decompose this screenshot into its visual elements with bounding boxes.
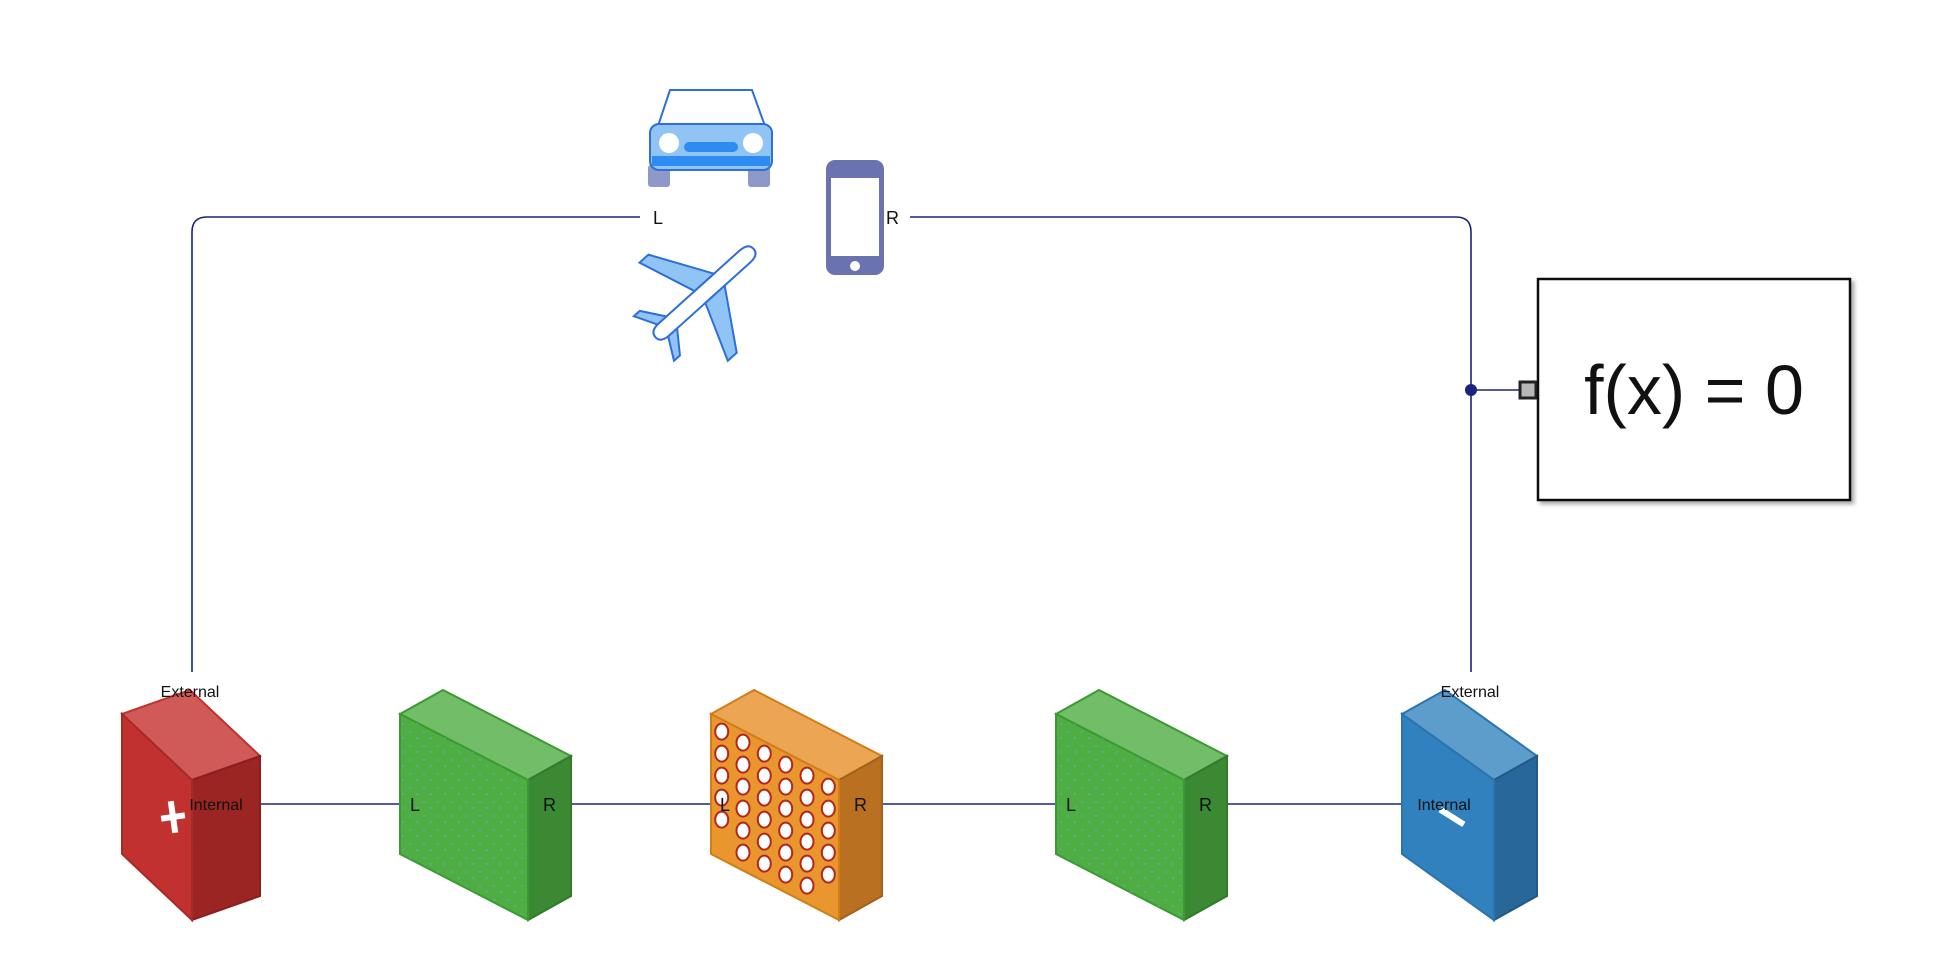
source-positive-block[interactable]: External Internal	[120, 684, 262, 923]
subsystem-block[interactable]: L R	[610, 89, 899, 388]
source-positive-port-external: External	[161, 684, 220, 701]
solver-box	[1536, 277, 1852, 502]
solver-block[interactable]: f(x) = 0	[1518, 277, 1852, 502]
perforation-hole	[799, 854, 815, 873]
phone-icon	[826, 160, 884, 275]
layer2-port-left: L	[720, 795, 730, 815]
perforation-hole	[735, 755, 751, 774]
perforation-hole	[735, 843, 751, 862]
perforation-hole	[778, 777, 794, 796]
source-positive-side	[191, 754, 261, 922]
perforation-hole	[714, 810, 730, 829]
perforation-hole	[778, 821, 794, 840]
source-positive-port-internal: Internal	[189, 797, 242, 814]
layer2-perforations	[714, 722, 836, 895]
perforation-hole	[714, 722, 730, 741]
perforation-hole	[756, 810, 772, 829]
perforation-hole	[799, 832, 815, 851]
perforation-hole	[799, 766, 815, 785]
layer2-port-right: R	[854, 795, 867, 815]
perforation-hole	[735, 777, 751, 796]
solver-label: f(x) = 0	[1584, 351, 1804, 429]
layer1-port-right: R	[543, 795, 556, 815]
perforation-hole	[820, 821, 836, 840]
source-negative-port-internal: Internal	[1417, 797, 1470, 814]
perforation-hole	[714, 766, 730, 785]
minus-icon	[1438, 807, 1466, 827]
perforation-hole	[735, 799, 751, 818]
layer3-texture	[1056, 714, 1184, 920]
plus-icon	[160, 800, 186, 834]
perforation-hole	[778, 755, 794, 774]
layer2-side	[838, 754, 883, 922]
perforation-hole	[820, 777, 836, 796]
perforation-hole	[756, 832, 772, 851]
perforation-hole	[756, 744, 772, 763]
perforation-hole	[778, 799, 794, 818]
perforation-hole	[735, 821, 751, 840]
airplane-icon	[631, 245, 757, 363]
source-negative-port-external: External	[1441, 684, 1500, 701]
layer3-block[interactable]: L R	[1053, 688, 1230, 922]
layer3-side	[1183, 754, 1228, 922]
perforation-hole	[714, 744, 730, 763]
solver-port[interactable]	[1518, 380, 1538, 400]
layer3-port-left: L	[1066, 795, 1076, 815]
perforation-hole	[820, 799, 836, 818]
layer1-port-left: L	[410, 795, 420, 815]
layer1-block[interactable]: L R	[397, 688, 574, 922]
wires	[191, 216, 1522, 805]
subsystem-port-right-label: R	[886, 208, 899, 228]
wire-junction-dot	[1465, 384, 1477, 396]
perforation-hole	[778, 843, 794, 862]
perforation-hole	[820, 843, 836, 862]
perforation-hole	[778, 865, 794, 884]
perforation-hole	[799, 876, 815, 895]
layer3-port-right: R	[1199, 795, 1212, 815]
perforation-hole	[820, 865, 836, 884]
perforation-hole	[799, 810, 815, 829]
source-negative-block[interactable]: External Internal	[1400, 684, 1539, 922]
perforation-hole	[799, 788, 815, 807]
wire-subsystem-left-to-source-pos[interactable]	[191, 216, 640, 672]
perforation-hole	[735, 733, 751, 752]
source-positive-front	[121, 711, 193, 923]
perforation-hole	[756, 788, 772, 807]
layer1-side	[527, 754, 572, 922]
perforation-hole	[756, 854, 772, 873]
source-negative-side	[1493, 754, 1538, 922]
layer2-block[interactable]: L R	[708, 688, 885, 922]
perforation-hole	[714, 788, 730, 807]
wire-subsystem-right-to-source-neg[interactable]	[910, 216, 1472, 672]
subsystem-port-left-label: L	[653, 208, 663, 228]
layer1-texture	[400, 714, 528, 920]
car-icon	[648, 89, 773, 187]
perforation-hole	[756, 766, 772, 785]
